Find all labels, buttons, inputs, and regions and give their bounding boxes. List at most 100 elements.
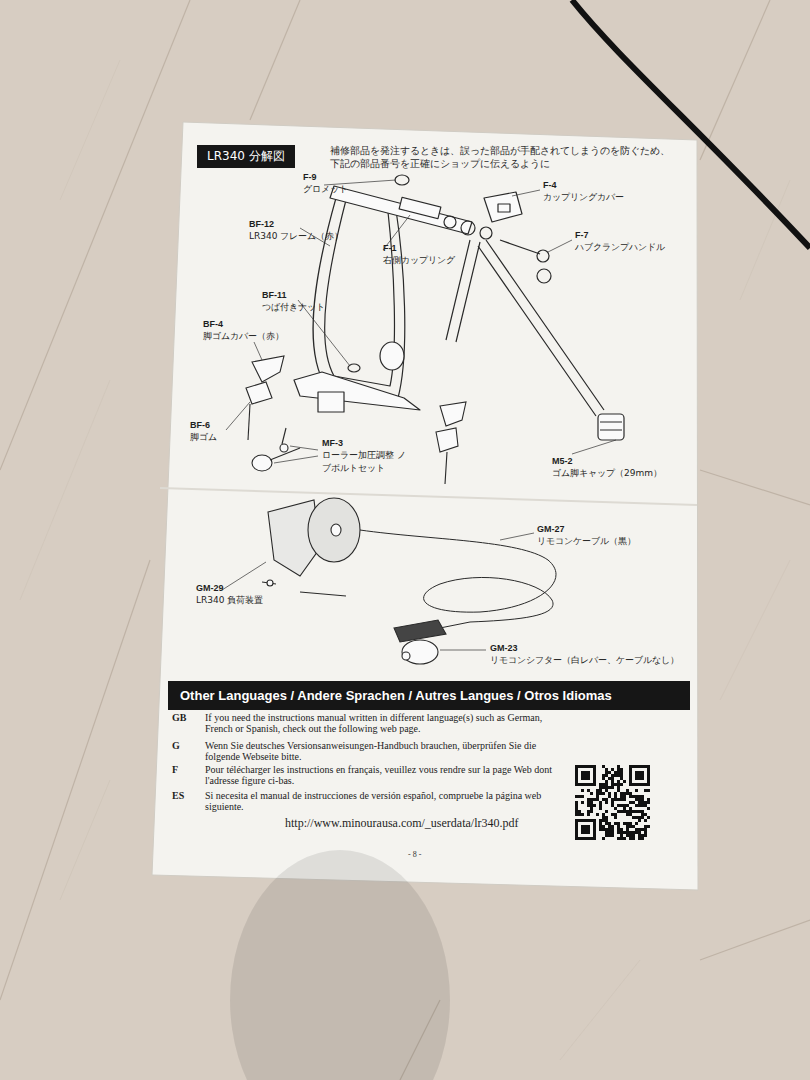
- load-unit: [262, 498, 360, 596]
- qr-module: [578, 810, 581, 813]
- qr-module: [620, 798, 623, 801]
- qr-module: [608, 822, 611, 825]
- qr-module: [605, 774, 608, 777]
- qr-module: [644, 801, 647, 804]
- qr-module: [602, 765, 605, 768]
- title-band: LR340 分解図: [197, 145, 295, 168]
- qr-module: [629, 834, 632, 837]
- qr-module: [626, 792, 629, 795]
- qr-module: [638, 831, 641, 834]
- part-number: F-4: [543, 180, 557, 190]
- part-number: GM-27: [537, 524, 565, 534]
- qr-module: [620, 834, 623, 837]
- qr-module: [620, 792, 623, 795]
- qr-module: [635, 771, 644, 780]
- qr-module: [632, 816, 635, 819]
- qr-module: [629, 810, 632, 813]
- qr-module: [623, 804, 626, 807]
- qr-module: [641, 804, 644, 807]
- qr-module: [638, 795, 641, 798]
- remote-cable: [360, 530, 556, 628]
- qr-module: [605, 798, 608, 801]
- qr-module: [599, 828, 602, 831]
- qr-module: [575, 810, 578, 813]
- qr-module: [617, 810, 620, 813]
- language-note: Si necesita el manual de instrucciones d…: [205, 790, 565, 812]
- qr-module: [602, 786, 605, 789]
- qr-module: [587, 804, 590, 807]
- part-number: F-9: [303, 172, 317, 182]
- qr-module: [575, 801, 578, 804]
- qr-module: [617, 771, 620, 774]
- qr-module: [617, 768, 620, 771]
- qr-module: [620, 810, 623, 813]
- qr-module: [617, 780, 620, 783]
- qr-module: [614, 822, 617, 825]
- qr-module: [614, 795, 617, 798]
- part-name: グロメット: [303, 183, 348, 196]
- qr-module: [608, 771, 611, 774]
- qr-module: [641, 801, 644, 804]
- qr-module: [602, 828, 605, 831]
- qr-module: [638, 837, 641, 840]
- qr-module: [602, 819, 605, 822]
- qr-module: [599, 807, 602, 810]
- qr-module: [635, 798, 638, 801]
- qr-module: [644, 804, 647, 807]
- qr-module: [590, 810, 593, 813]
- qr-module: [629, 801, 632, 804]
- qr-module: [611, 828, 614, 831]
- qr-module: [629, 831, 632, 834]
- qr-module: [626, 828, 629, 831]
- qr-module: [647, 816, 650, 819]
- qr-module: [638, 798, 641, 801]
- qr-module: [611, 825, 614, 828]
- part-name: ゴム脚キャップ（29mm）: [552, 467, 662, 480]
- qr-module: [602, 777, 605, 780]
- qr-module: [629, 825, 632, 828]
- qr-module: [605, 831, 608, 834]
- qr-module: [620, 783, 623, 786]
- qr-module: [623, 792, 626, 795]
- qr-module: [626, 834, 629, 837]
- language-note: Wenn Sie deutsches Versionsanweisungen-H…: [205, 740, 565, 762]
- qr-module: [590, 807, 593, 810]
- qr-module: [605, 768, 608, 771]
- language-code: ES: [172, 790, 184, 801]
- qr-module: [608, 792, 611, 795]
- qr-module: [617, 828, 620, 831]
- qr-module: [641, 810, 644, 813]
- qr-module: [596, 792, 599, 795]
- qr-module: [635, 816, 638, 819]
- part-name: ハブクランプハンドル: [575, 241, 665, 254]
- page-number: - 8 -: [408, 850, 421, 859]
- qr-module: [617, 798, 620, 801]
- qr-module: [596, 789, 599, 792]
- part-name: ローラー加圧調整 ノブボルトセット: [322, 449, 410, 475]
- part-name: LR340 負荷装置: [196, 594, 263, 607]
- qr-module: [590, 792, 593, 795]
- qr-module: [599, 789, 602, 792]
- part-number: GM-29: [196, 583, 224, 593]
- qr-module: [575, 804, 578, 807]
- part-name: リモコンシフター（白レバー、ケーブルなし）: [490, 654, 679, 667]
- qr-module: [641, 837, 644, 840]
- qr-module: [602, 825, 605, 828]
- qr-module: [575, 813, 578, 816]
- qr-module: [587, 813, 590, 816]
- qr-module: [617, 804, 620, 807]
- qr-module: [596, 795, 599, 798]
- qr-module: [578, 822, 593, 837]
- qr-module: [629, 822, 632, 825]
- qr-module: [629, 837, 632, 840]
- qr-module: [608, 786, 611, 789]
- qr-module: [617, 822, 620, 825]
- qr-module: [623, 837, 626, 840]
- qr-module: [647, 789, 650, 792]
- qr-module: [602, 792, 605, 795]
- qr-module: [626, 804, 629, 807]
- part-name: カップリングカバー: [543, 191, 624, 204]
- part-number: BF-4: [203, 319, 223, 329]
- part-number: MF-3: [322, 438, 343, 448]
- qr-module: [611, 777, 614, 780]
